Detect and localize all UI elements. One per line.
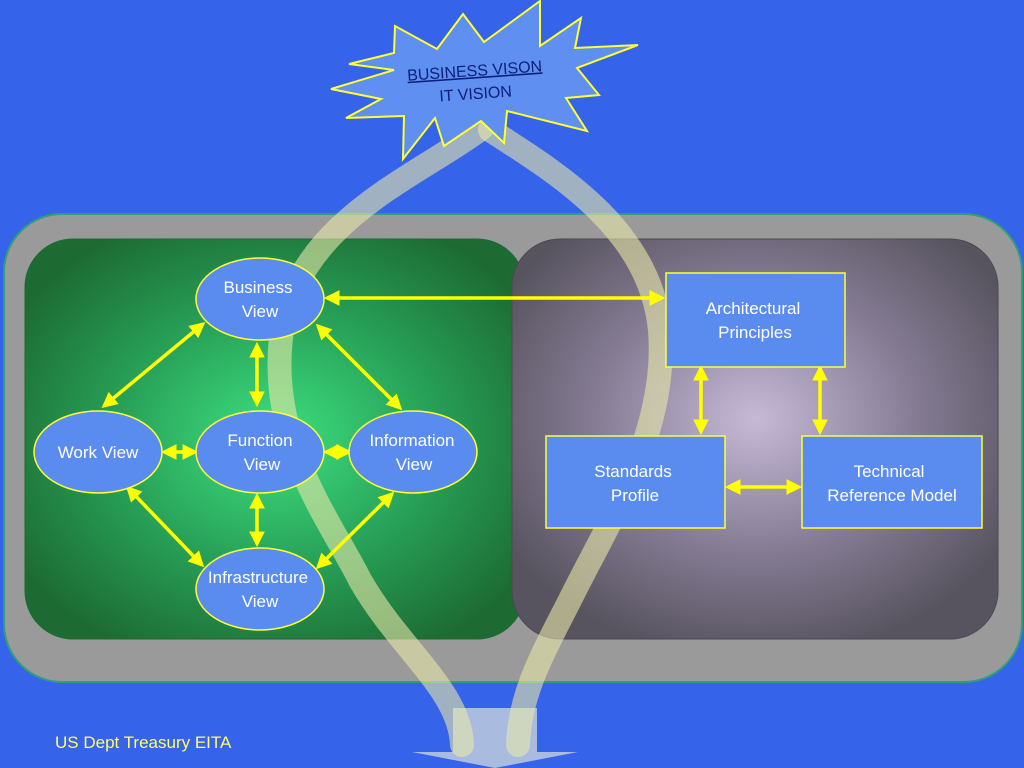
standards-profile-box: Standards Profile — [545, 435, 726, 529]
information-view-line-2: View — [396, 455, 433, 474]
architectural-principles-line-1: Architectural — [706, 299, 800, 318]
work-view-label: Work View — [58, 443, 139, 462]
function-view-line-1: Function — [227, 431, 292, 450]
business-view-node: Business View — [195, 257, 325, 341]
technical-reference-model-box: Technical Reference Model — [801, 435, 983, 529]
information-view-node: Information View — [348, 410, 478, 494]
output-arrow — [412, 708, 578, 768]
work-view-node: Work View — [33, 410, 163, 494]
arrow-business-work — [101, 321, 206, 409]
technical-reference-model-line-1: Technical — [854, 462, 925, 481]
architectural-principles-box: Architectural Principles — [665, 272, 846, 368]
information-view-line-1: Information — [369, 431, 454, 450]
architectural-principles-line-2: Principles — [718, 323, 792, 342]
arrow-work-infrastructure — [125, 485, 205, 568]
function-view-node: Function View — [195, 410, 325, 494]
connectors — [101, 290, 828, 570]
business-view-line-2: View — [242, 302, 279, 321]
function-view-line-2: View — [244, 455, 281, 474]
arrow-information-infrastructure — [315, 491, 395, 570]
business-view-line-1: Business — [224, 278, 293, 297]
vision-line-2: IT VISION — [439, 83, 513, 105]
standards-panel — [511, 238, 999, 640]
arrow-business-information — [315, 323, 403, 411]
infrastructure-view-line-1: Infrastructure — [208, 568, 308, 587]
infrastructure-view-line-2: View — [242, 592, 279, 611]
footer-credit: US Dept Treasury EITA — [55, 733, 232, 752]
standards-profile-line-2: Profile — [611, 486, 659, 505]
vision-starburst — [330, 0, 639, 162]
technical-reference-model-line-2: Reference Model — [827, 486, 956, 505]
infrastructure-view-node: Infrastructure View — [195, 547, 325, 631]
standards-profile-line-1: Standards — [594, 462, 672, 481]
